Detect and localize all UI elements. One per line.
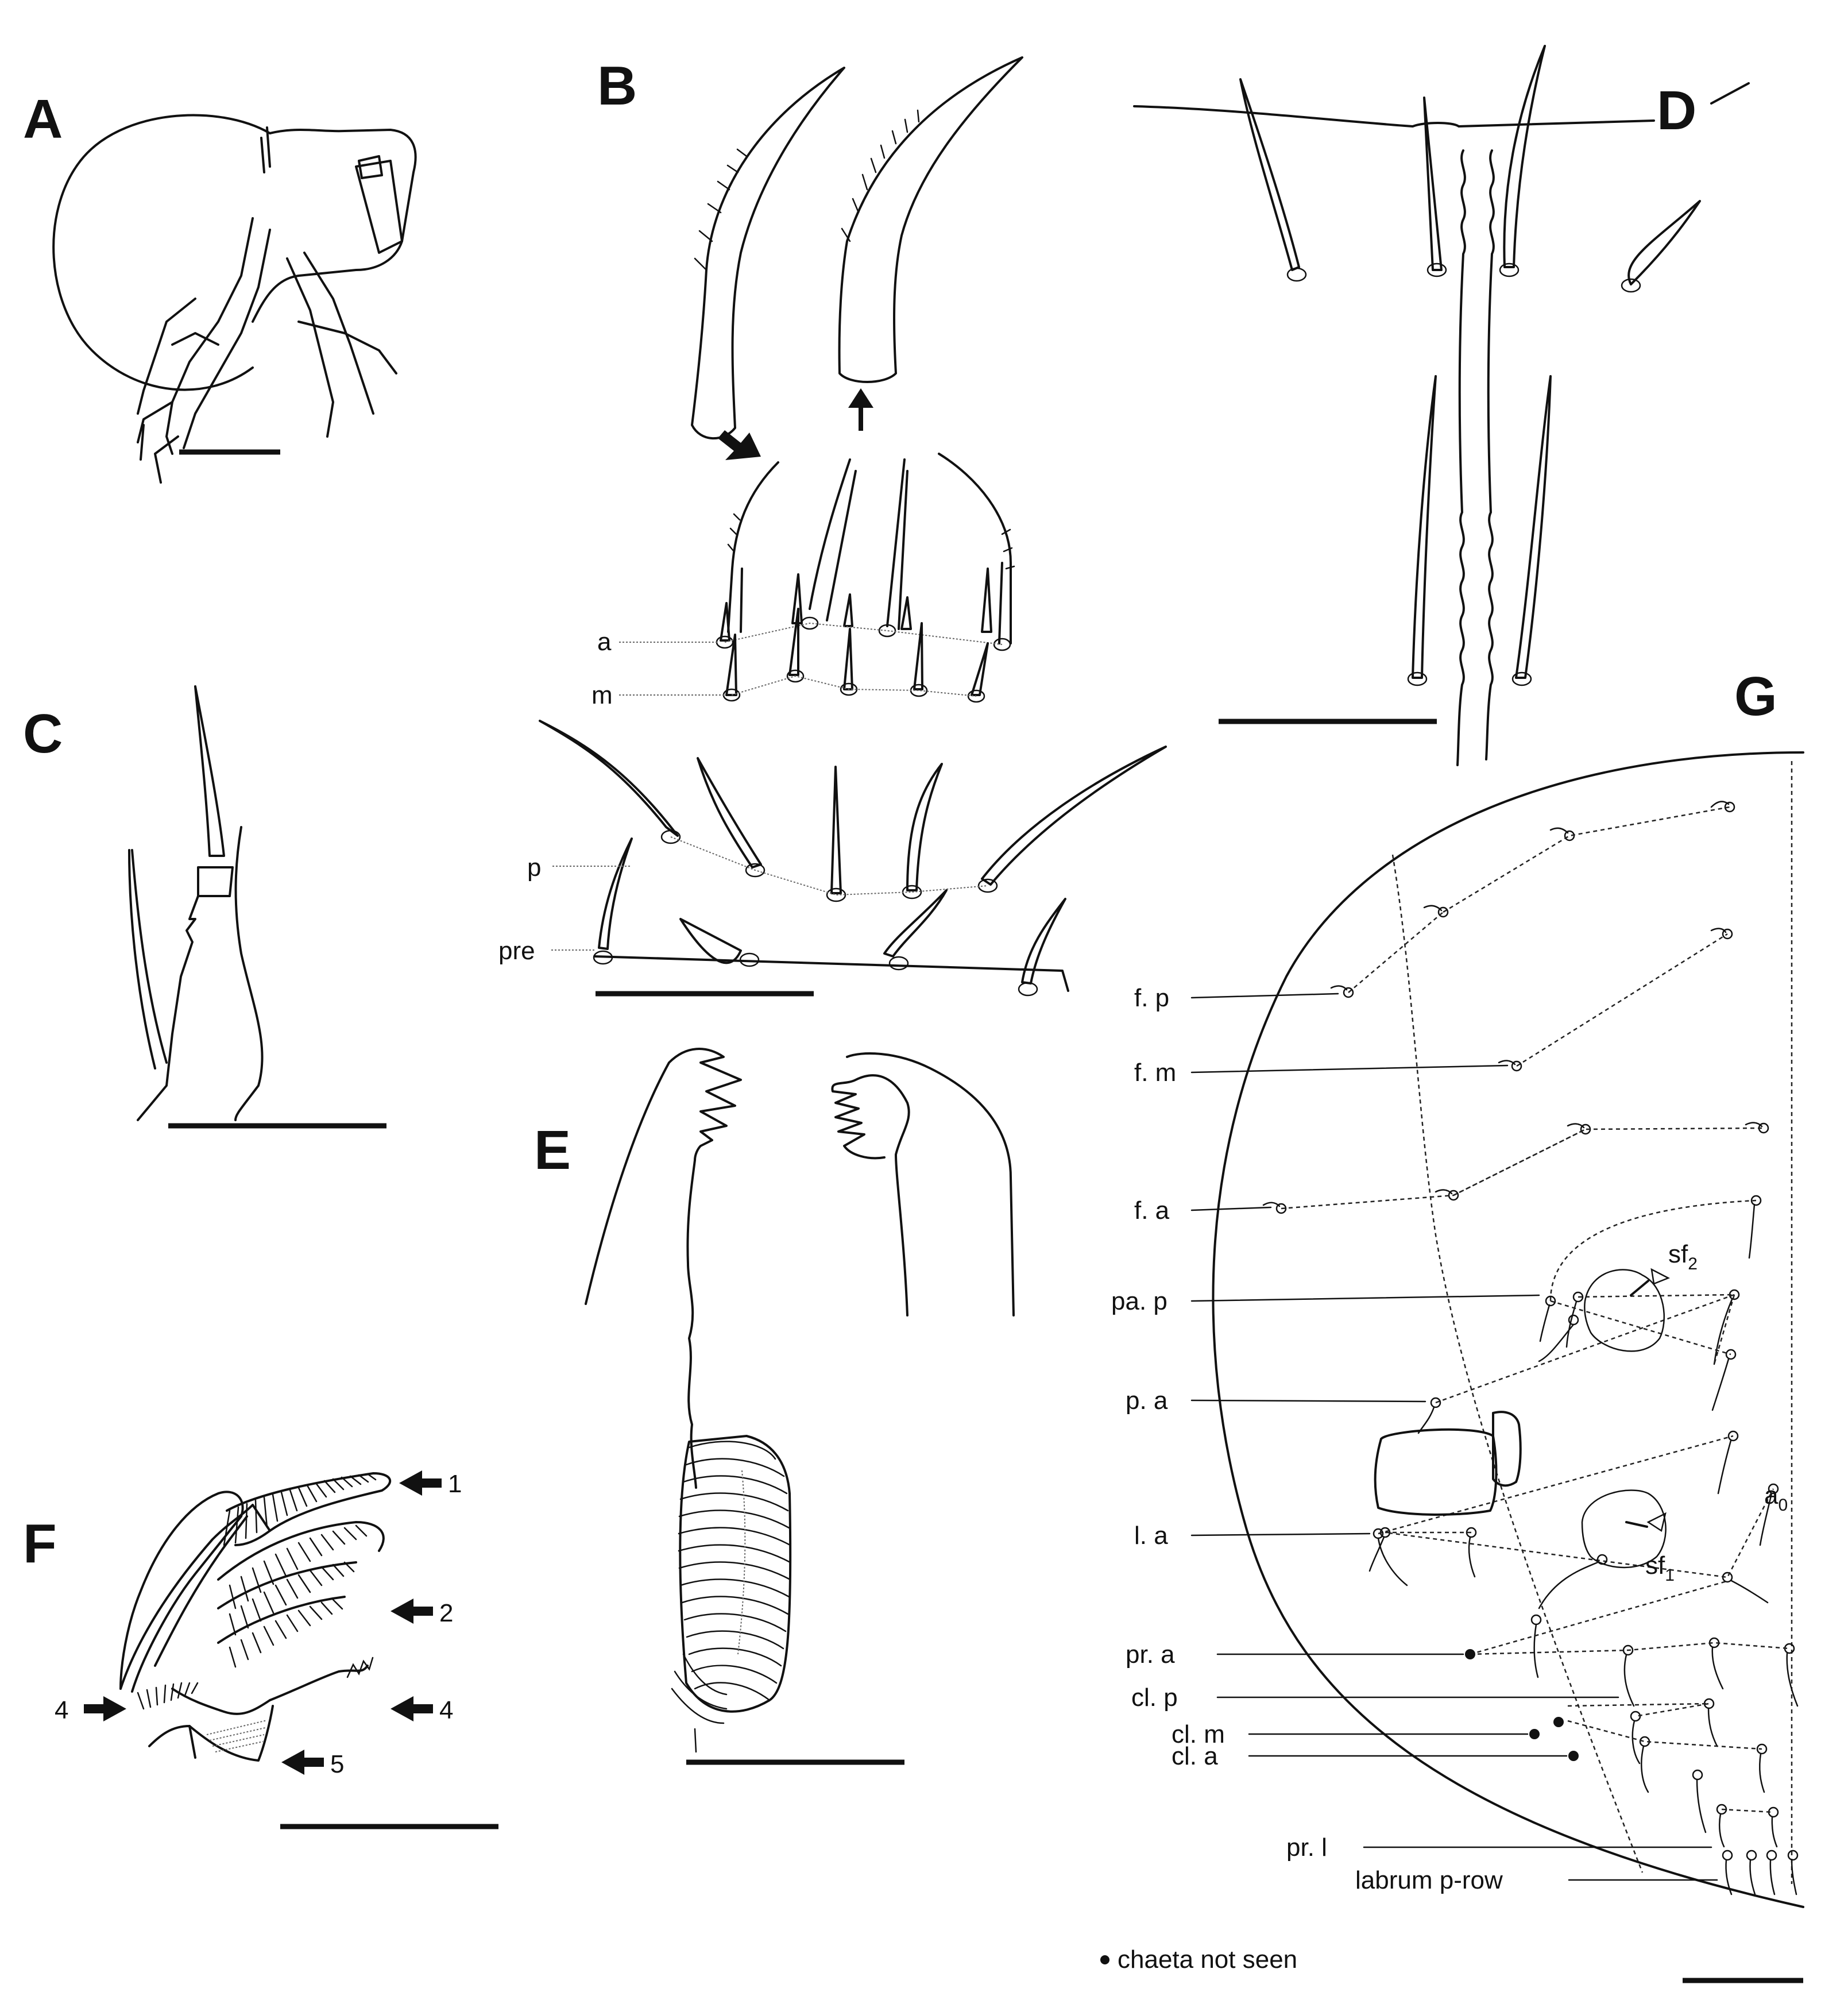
- label-cl-p: cl. p: [1131, 1684, 1178, 1712]
- panel-label-b: B: [597, 55, 637, 117]
- arrow-label-4-right: 4: [439, 1696, 453, 1724]
- row-label-p: p: [527, 854, 541, 882]
- label-labrum-p-row: labrum p-row: [1355, 1866, 1503, 1894]
- legend-dot: [1100, 1955, 1109, 1964]
- arrow-label-4-left: 4: [55, 1696, 68, 1724]
- arrow-label-2: 2: [439, 1599, 453, 1627]
- label-cl-m: cl. m: [1172, 1720, 1225, 1748]
- panel-label-d: D: [1657, 80, 1696, 141]
- legend-text: chaeta not seen: [1118, 1945, 1297, 1974]
- label-sf2: sf2: [1668, 1240, 1698, 1273]
- label-pa-p: pa. p: [1111, 1287, 1167, 1315]
- arrow-label-5: 5: [330, 1750, 344, 1778]
- panel-d-midline: D: [1133, 45, 1750, 766]
- row-label-a: a: [597, 628, 612, 656]
- panel-g-head-map: G: [1100, 666, 1804, 1983]
- panel-label-g: G: [1734, 666, 1777, 727]
- label-f-m: f. m: [1134, 1059, 1176, 1087]
- panel-a-habitus: A: [23, 88, 417, 484]
- chaetae: [1262, 801, 1799, 1895]
- row-label-m: m: [591, 681, 613, 709]
- panel-b-chaetotaxy: B: [498, 55, 1167, 997]
- panel-c-claw: C: [23, 685, 386, 1129]
- panel-label-e: E: [534, 1119, 571, 1181]
- label-pr-a: pr. a: [1126, 1640, 1175, 1669]
- panel-f-lamellae: F 1 2 4 4 5: [23, 1470, 498, 1829]
- panel-label-c: C: [23, 703, 63, 765]
- label-a0: a0: [1764, 1481, 1788, 1515]
- panel-label-a: A: [23, 88, 63, 150]
- row-label-pre: pre: [498, 937, 535, 965]
- label-f-p: f. p: [1134, 984, 1169, 1012]
- label-sf1: sf1: [1645, 1551, 1675, 1585]
- panel-label-f: F: [23, 1513, 57, 1574]
- label-f-a: f. a: [1134, 1196, 1170, 1225]
- label-p-a: p. a: [1126, 1387, 1168, 1415]
- arrow-label-1: 1: [448, 1470, 462, 1498]
- panel-e-mouthparts: E: [534, 1048, 1015, 1765]
- label-l-a: l. a: [1134, 1522, 1168, 1550]
- label-pr-l: pr. l: [1286, 1833, 1327, 1862]
- label-cl-a: cl. a: [1172, 1742, 1218, 1770]
